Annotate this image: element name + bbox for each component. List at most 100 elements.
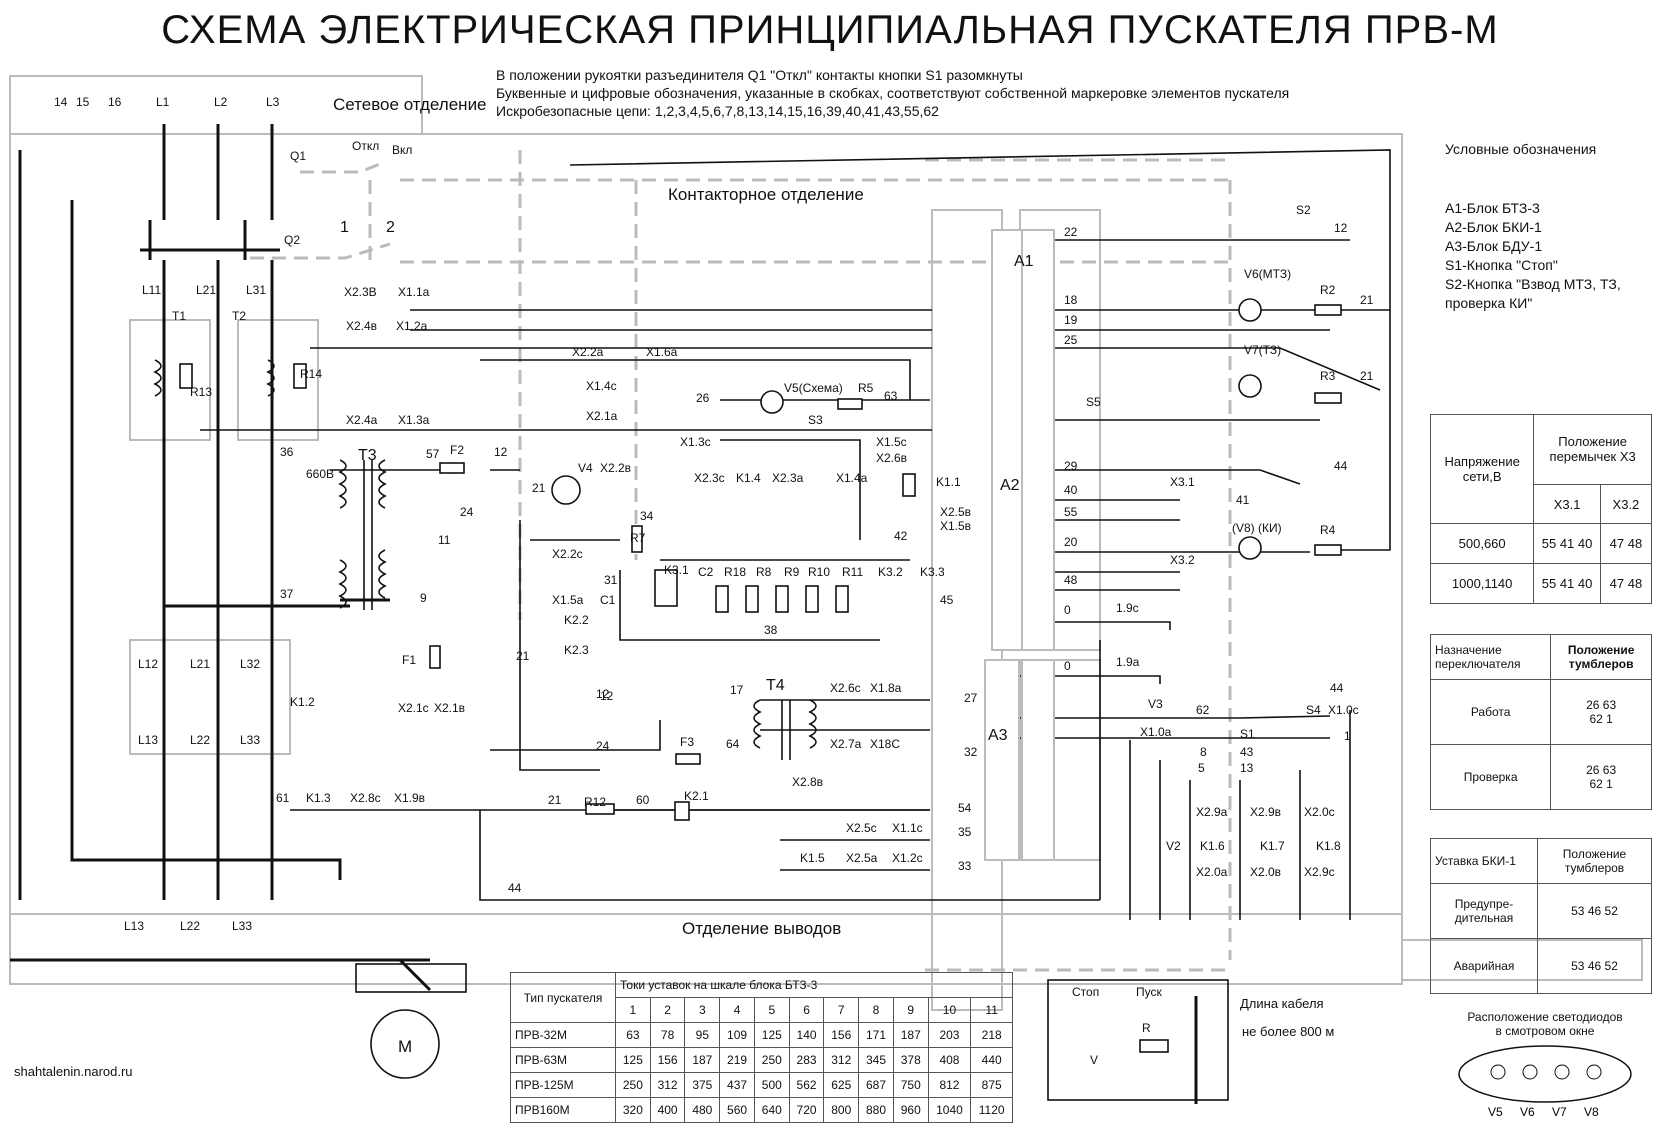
- wire-label: X1.8a: [870, 681, 902, 695]
- label-r10: R10: [808, 565, 830, 579]
- bt-value: 640: [753, 1097, 790, 1123]
- wire-label: X1.1c: [892, 821, 923, 835]
- bt-col-header: 2: [649, 997, 686, 1023]
- wire-label: X1.4c: [586, 379, 617, 393]
- jumper-x31-diagram: 55 41 40: [1533, 563, 1601, 604]
- label-l23: L22: [190, 733, 210, 747]
- led-label: V6: [1520, 1105, 1535, 1118]
- bt-value: 312: [823, 1047, 860, 1073]
- wire-label: X2.8c: [350, 791, 381, 805]
- bt-value: 378: [892, 1047, 929, 1073]
- bt-value: 500: [753, 1072, 790, 1098]
- switch-position-header: Положение тумблеров: [1550, 634, 1652, 680]
- led-window: Расположение светодиодов в смотровом окн…: [1440, 1010, 1650, 1121]
- wire-number: 40: [1064, 483, 1078, 497]
- bt-type: ПРВ160М: [510, 1097, 616, 1123]
- label-k12: K1.2: [290, 695, 315, 709]
- wire-number: 12: [1334, 221, 1348, 235]
- wire-number: 64: [726, 737, 740, 751]
- label-k17: K1.7: [1260, 839, 1285, 853]
- bt-value: 171: [858, 1022, 894, 1048]
- contactor-section-label: Контакторное отделение: [668, 185, 864, 204]
- bt-value: 109: [719, 1022, 755, 1048]
- cable-length-label: Длина кабеля: [1240, 996, 1324, 1011]
- label-l2: L2: [214, 95, 228, 109]
- wire-number: 60: [636, 793, 650, 807]
- led-window-title: Расположение светодиодов: [1467, 1010, 1623, 1024]
- label-v8: (V8) (КИ): [1232, 521, 1282, 535]
- label-q1: Q1: [290, 149, 306, 163]
- led-label: V8: [1584, 1105, 1599, 1118]
- wire-number: 13: [1240, 761, 1254, 775]
- bt-value: 218: [970, 1022, 1013, 1048]
- bki-diagram: 53 46 52: [1537, 883, 1652, 939]
- label-v2: V2: [1166, 839, 1181, 853]
- label-v3: V3: [1148, 697, 1163, 711]
- terminal-blocks: [984, 229, 1055, 861]
- wire-label: X2.0a: [1196, 865, 1228, 879]
- legend-item: А1-Блок БТЗ-3: [1445, 200, 1540, 216]
- wire-number: 21: [548, 793, 562, 807]
- label-x31: X3.1: [1170, 475, 1195, 489]
- transformer-coils: [153, 359, 817, 760]
- note-line: В положении рукоятки разъединителя Q1 "О…: [496, 67, 1023, 83]
- label-r4: R4: [1320, 523, 1336, 537]
- label-out-l13: L13: [124, 919, 144, 933]
- bt-value: 95: [684, 1022, 721, 1048]
- bt-currents-header: Токи уставок на шкале блока БТЗ-3: [615, 972, 1013, 998]
- label-l33: L33: [240, 733, 260, 747]
- switch-pin: 62: [1589, 712, 1603, 726]
- label-x32: X3.2: [1170, 553, 1195, 567]
- wire-number: 63: [884, 389, 898, 403]
- motor: [355, 963, 467, 993]
- wire-label: 1.9a: [1116, 655, 1140, 669]
- remote-control: Стоп Пуск R V: [1047, 979, 1229, 1104]
- wire-number: 36: [280, 445, 294, 459]
- bki-pin: 52: [1604, 904, 1618, 918]
- bt-value: 625: [823, 1072, 860, 1098]
- wire-number: 9: [420, 591, 427, 605]
- bt-col-header: 11: [970, 997, 1013, 1023]
- jumper-position-header: Положение перемычек Х3: [1533, 414, 1652, 485]
- label-r2: R2: [1320, 283, 1336, 297]
- legend-item: S1-Кнопка "Стоп": [1445, 257, 1558, 273]
- wire-label: X2.1a: [586, 409, 618, 423]
- jumper-col-x31: Х3.1: [1533, 483, 1601, 525]
- wire-number: 61: [276, 791, 290, 805]
- wire-number: 12: [596, 687, 610, 701]
- wire-label: X1.3c: [680, 435, 711, 449]
- bt-value: 560: [719, 1097, 755, 1123]
- label-k11: K1.1: [936, 475, 961, 489]
- wire-label: X1.3a: [398, 413, 430, 427]
- table-row: 1000,1140 55 41 40 47 48: [1429, 563, 1653, 604]
- remote-stop-label: Стоп: [1072, 985, 1099, 999]
- switch-table: Назначение переключателя Положение тумбл…: [1429, 634, 1652, 810]
- wire-label: X1.0a: [1140, 725, 1172, 739]
- wire-label: X1.2a: [396, 319, 428, 333]
- wire-number: 21: [516, 649, 530, 663]
- wire-label: X2.4в: [346, 319, 377, 333]
- bt-value: 187: [892, 1022, 929, 1048]
- bki-pin: 52: [1604, 959, 1618, 973]
- legend: Условные обозначения А1-Блок БТЗ-3 А2-Бл…: [1445, 140, 1645, 313]
- label-s2: S2: [1296, 203, 1311, 217]
- wire-label: X2.0c: [1304, 805, 1335, 819]
- jumper-pin: 47: [1609, 536, 1625, 552]
- label-k15: K1.5: [800, 851, 825, 865]
- label-l32: L32: [240, 657, 260, 671]
- wire-label: X2.6в: [876, 451, 907, 465]
- wire-label: X2.7a: [830, 737, 862, 751]
- label-l21: L21: [196, 283, 216, 297]
- bt-type: ПРВ-32М: [510, 1022, 616, 1048]
- bt-value: 312: [649, 1072, 686, 1098]
- label-r3: R3: [1320, 369, 1336, 383]
- bt-col-header: 3: [684, 997, 721, 1023]
- bt-value: 1120: [970, 1097, 1013, 1123]
- bki-table: Уставка БКИ-1 Положение тумблеров Предуп…: [1429, 838, 1652, 994]
- bt-value: 203: [927, 1022, 972, 1048]
- wire-label: X1.9в: [394, 791, 425, 805]
- wire-label: X2.1в: [434, 701, 465, 715]
- bt-type-header: Тип пускателя: [510, 972, 616, 1023]
